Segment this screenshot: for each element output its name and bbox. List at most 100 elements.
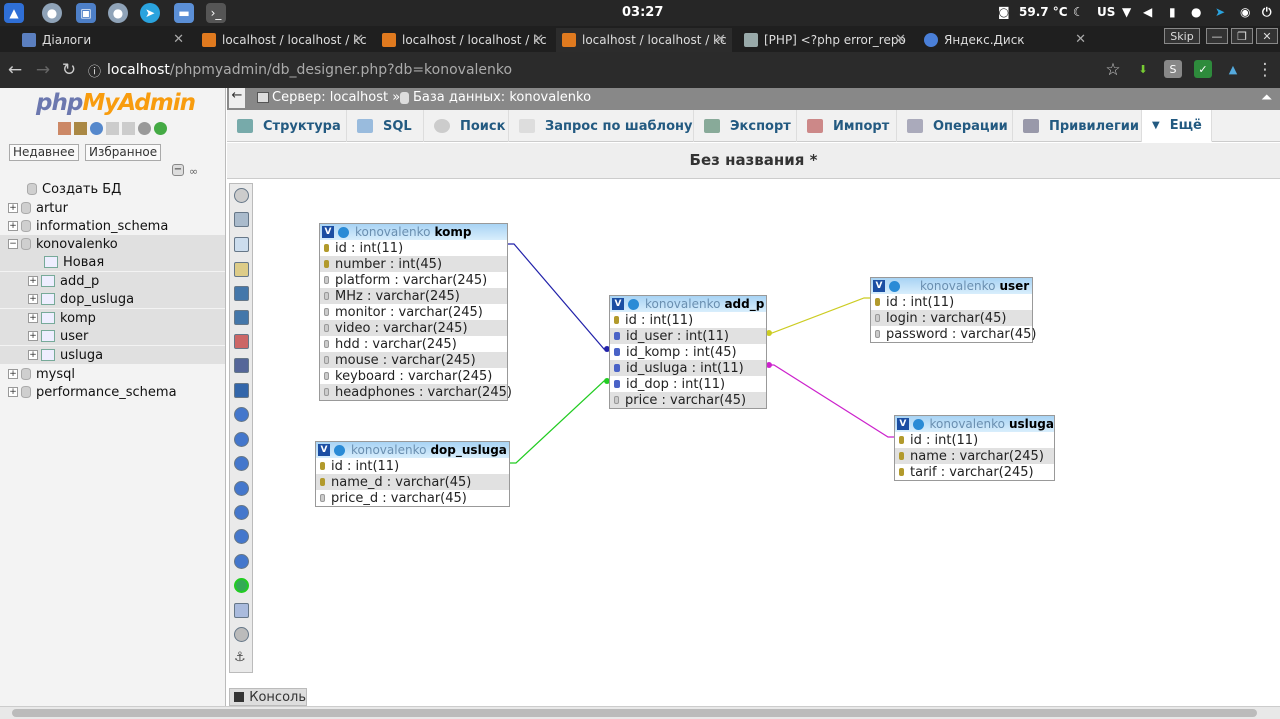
settings-icon[interactable] [138, 122, 151, 135]
gear-icon[interactable] [889, 280, 900, 292]
tab-search[interactable]: Поиск [424, 110, 509, 142]
column-row[interactable]: video : varchar(245) [320, 320, 507, 336]
gear-icon[interactable] [338, 226, 349, 238]
display-field-icon[interactable] [234, 407, 249, 422]
scroll-top-icon[interactable]: ⏶ [1261, 90, 1273, 106]
reload-button[interactable]: ↻ [61, 60, 77, 80]
close-icon[interactable]: ✕ [353, 32, 364, 47]
tab-query-builder[interactable]: Запрос по шаблону [509, 110, 694, 142]
anchor-icon[interactable]: ⚓ [234, 650, 246, 665]
column-row[interactable]: mouse : varchar(245) [320, 352, 507, 368]
s-extension-icon[interactable]: S [1164, 60, 1182, 78]
horizontal-scrollbar[interactable] [0, 706, 1280, 719]
refresh-icon[interactable] [154, 122, 167, 135]
close-window-button[interactable]: ✕ [1256, 28, 1278, 44]
tree-db-mysql[interactable]: +mysql [8, 366, 75, 382]
clock[interactable]: 03:27 [622, 5, 664, 20]
favorites-button[interactable]: Избранное [85, 144, 162, 161]
tree-table-user[interactable]: +user [0, 327, 225, 345]
tab-privileges[interactable]: Привилегии [1013, 110, 1142, 142]
save-as-icon[interactable] [234, 310, 249, 325]
launcher-icon[interactable]: ▲ [4, 3, 24, 23]
collapse-nav-button[interactable]: ← [229, 88, 245, 108]
expand-icon[interactable]: + [8, 221, 18, 231]
toggle-small-big-icon[interactable] [234, 554, 249, 569]
help-icon[interactable] [90, 122, 103, 135]
pdf-icon[interactable] [234, 578, 249, 593]
column-row[interactable]: name_d : varchar(45) [316, 474, 509, 490]
wifi-icon[interactable]: ▼ [1122, 5, 1132, 19]
docs-icon[interactable] [106, 122, 119, 135]
toggle-icon[interactable]: V [322, 226, 334, 238]
collapse-all-icon[interactable]: − [172, 164, 184, 176]
close-icon[interactable]: ✕ [533, 32, 544, 47]
chromium-icon[interactable]: ● [42, 3, 62, 23]
column-row[interactable]: login : varchar(45) [871, 310, 1032, 326]
reload-icon[interactable] [234, 432, 249, 447]
close-icon[interactable]: ✕ [895, 32, 906, 47]
column-row[interactable]: id_dop : int(11) [610, 376, 766, 392]
url-field[interactable]: ⓘ localhost /phpmyadmin/db_designer.php?… [88, 58, 1128, 82]
tree-table-add-p[interactable]: +add_p [0, 272, 225, 290]
column-row[interactable]: MHz : varchar(245) [320, 288, 507, 304]
breadcrumb-server[interactable]: Сервер: localhost » [272, 90, 401, 105]
steam-icon[interactable]: ◉ [1240, 5, 1251, 19]
tree-table-komp[interactable]: +komp [0, 309, 225, 327]
tab-phpmyadmin-active[interactable]: localhost / localhost / kc ✕ [556, 28, 732, 52]
toggle-icon[interactable]: V [873, 280, 885, 292]
column-row[interactable]: id_komp : int(45) [610, 344, 766, 360]
tab-sql[interactable]: SQL [347, 110, 424, 142]
download-extension-icon[interactable]: ⬇ [1138, 62, 1148, 76]
logout-icon[interactable] [74, 122, 87, 135]
camera-icon[interactable]: ◙ [998, 5, 1010, 19]
column-row[interactable]: price_d : varchar(45) [316, 490, 509, 506]
create-relation-icon[interactable] [234, 383, 249, 398]
expand-icon[interactable]: + [28, 350, 38, 360]
column-row[interactable]: id_user : int(11) [610, 328, 766, 344]
create-table-icon[interactable] [234, 358, 249, 373]
tree-new-table[interactable]: Новая [0, 253, 225, 271]
column-row[interactable]: id : int(11) [895, 432, 1054, 448]
column-row[interactable]: headphones : varchar(245) [320, 384, 512, 400]
home-icon[interactable] [58, 122, 71, 135]
delete-page-icon[interactable] [234, 334, 249, 349]
tab-phpmyadmin-1[interactable]: localhost / localhost / kc ✕ [196, 28, 370, 52]
files-icon[interactable]: ▣ [76, 3, 96, 23]
expand-icon[interactable]: + [28, 294, 38, 304]
tab-operations[interactable]: Операции [897, 110, 1013, 142]
close-icon[interactable]: ✕ [1075, 32, 1086, 47]
export-schema-icon[interactable] [234, 603, 249, 618]
terminal-icon[interactable]: ›_ [206, 3, 226, 23]
phpmyadmin-logo[interactable]: phpMyAdmin [36, 90, 196, 116]
gear-icon[interactable] [334, 444, 345, 456]
user-icon[interactable]: ● [1191, 5, 1202, 19]
bookmark-star-icon[interactable]: ☆ [1105, 60, 1121, 80]
tree-table-usluga[interactable]: +usluga [0, 346, 225, 364]
folder-icon[interactable]: ▬ [174, 3, 194, 23]
info-icon[interactable]: ⓘ [88, 64, 102, 80]
expand-icon[interactable]: + [28, 276, 38, 286]
tab-php-error[interactable]: [PHP] <?php error_repo ✕ [738, 28, 912, 52]
tree-db-information-schema[interactable]: +information_schema [8, 218, 169, 234]
tree-create-db[interactable]: Создать БД [27, 180, 121, 198]
menu-icon[interactable]: ⋮ [1256, 60, 1274, 80]
column-row[interactable]: hdd : varchar(245) [320, 336, 507, 352]
edit-page-icon[interactable] [234, 262, 249, 277]
tab-export[interactable]: Экспорт [694, 110, 797, 142]
angular-links-icon[interactable] [234, 481, 249, 496]
volume-icon[interactable]: ◀ [1143, 5, 1153, 19]
tree-db-artur[interactable]: +artur [8, 200, 68, 216]
column-row[interactable]: name : varchar(245) [895, 448, 1054, 464]
tree-table-dop-usluga[interactable]: +dop_usluga [0, 290, 225, 308]
tab-structure[interactable]: Структура [227, 110, 347, 142]
new-page-icon[interactable] [234, 237, 249, 252]
telegram-tray-icon[interactable]: ➤ [1215, 5, 1226, 19]
power-icon[interactable]: ⏻ [1262, 5, 1272, 19]
